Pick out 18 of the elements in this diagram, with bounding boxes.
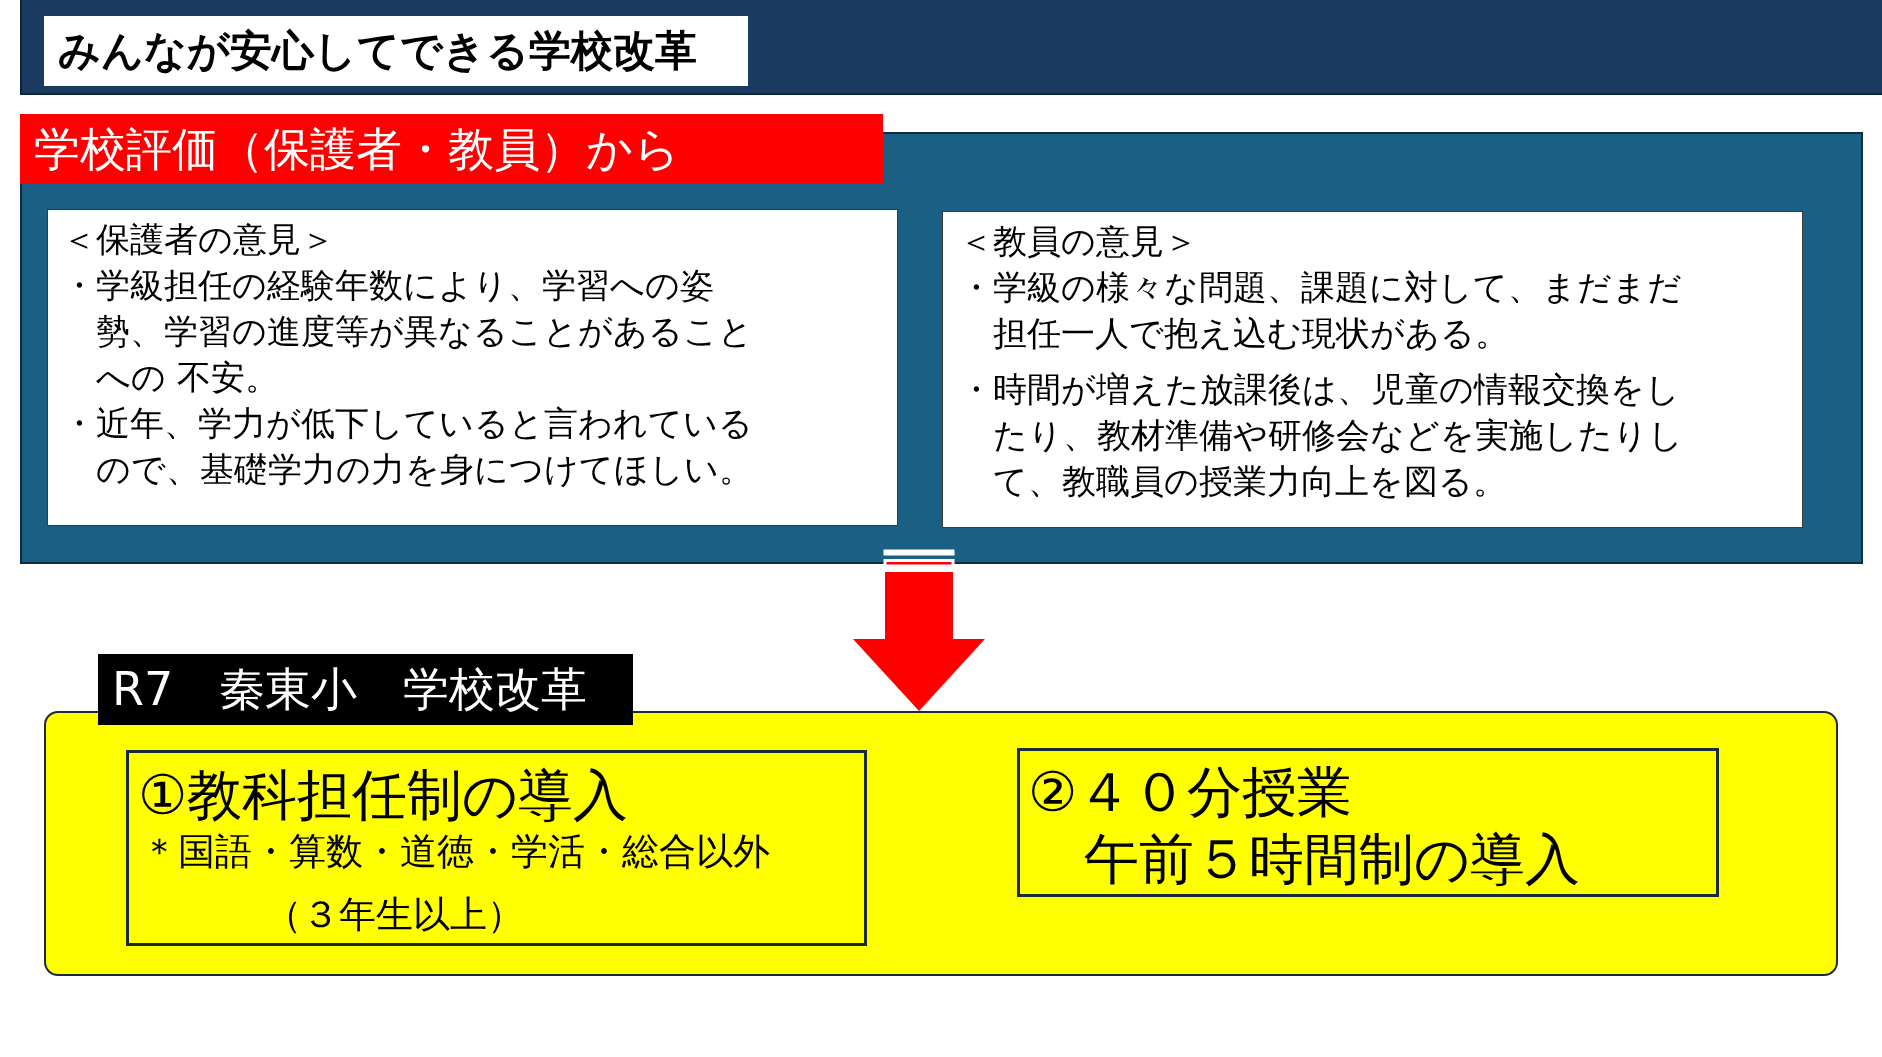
item-title: ②４０分授業 — [1028, 759, 1353, 825]
opinion-heading: ＜教員の意見＞ — [959, 220, 1198, 263]
opinion-text: ・学級担任の経験年数により、学習への姿勢、学習の進度等が異なることがあることへの 不安。 — [62, 264, 754, 399]
item-note: （３年生以上） — [265, 893, 524, 938]
opinion-text: ・時間が増えた放課後は、児童の情報交換をしたり、教材準備や研修会などを実施したりして、教職員の授業力向上を図る。 — [959, 368, 1684, 503]
opinion-text: ・近年、学力が低下していると言われているので、基礎学力の力を身につけてほしい。 — [62, 402, 754, 491]
section-heading: 学校評価（保護者・教員）から — [20, 114, 883, 184]
opinion-text: ・学級の様々な問題、課題に対して、まだまだ担任一人で抱え込む現状がある。 — [959, 266, 1683, 355]
reform-item-box — [1017, 748, 1719, 897]
item-title: ①教科担任制の導入 — [138, 762, 629, 828]
section-heading: R7 秦東小 学校改革 — [98, 654, 633, 725]
item-title: 午前５時間制の導入 — [1084, 826, 1580, 892]
opinion-heading: ＜保護者の意見＞ — [62, 218, 335, 261]
opinion-box — [942, 211, 1803, 528]
opinion-box — [47, 209, 898, 526]
reform-item-box — [126, 750, 867, 946]
item-note: ＊国語・算数・道徳・学活・総合以外 — [141, 830, 770, 875]
page-title: みんなが安心してできる学校改革 — [44, 16, 748, 86]
